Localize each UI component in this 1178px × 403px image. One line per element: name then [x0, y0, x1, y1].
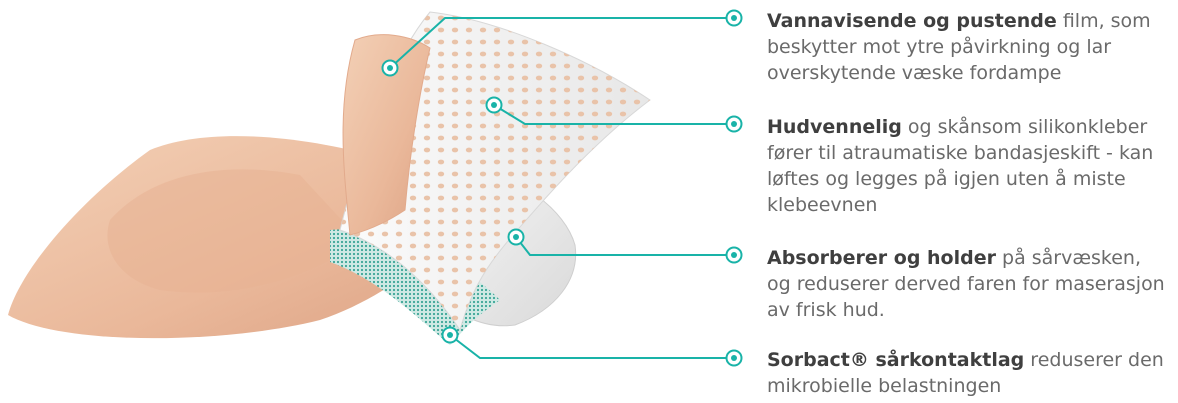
callout-film-bold: Vannavisende og pustende: [767, 10, 1057, 32]
callout-absorbent-bold: Absorberer og holder: [767, 247, 996, 269]
text-markers: [727, 11, 742, 366]
callout-silicone-bold: Hudvennelig: [767, 116, 902, 138]
callout-sorbact: Sorbact® sårkontaktlag reduserer den mik…: [767, 347, 1167, 399]
callout-sorbact-bold: Sorbact® sårkontaktlag: [767, 349, 1024, 371]
callout-silicone: Hudvennelig og skånsom silikonkleber før…: [767, 114, 1167, 218]
callout-absorbent: Absorberer og holder på sårvæsken, og re…: [767, 245, 1167, 323]
callout-film: Vannavisende og pustende film, som besky…: [767, 8, 1167, 86]
